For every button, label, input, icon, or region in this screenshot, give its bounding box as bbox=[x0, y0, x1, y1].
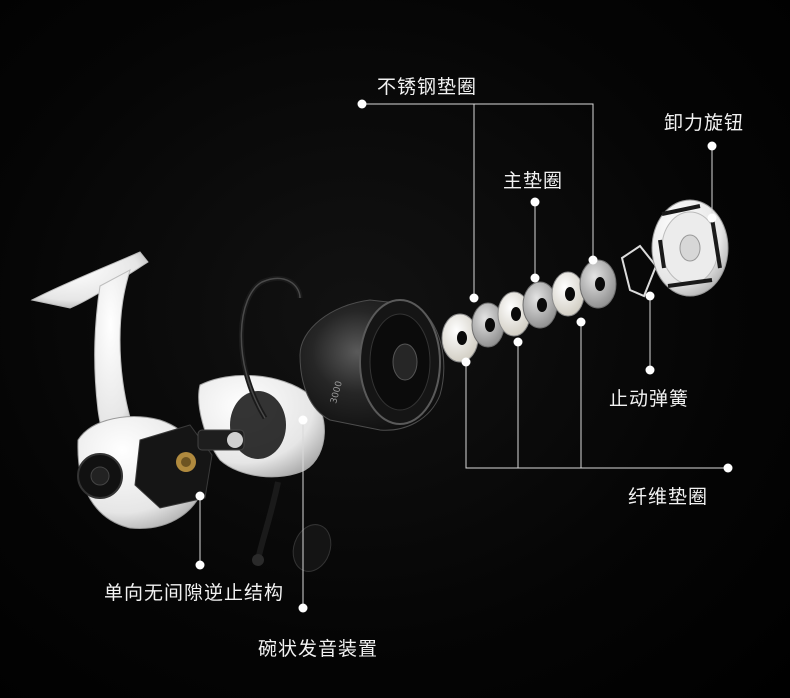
label-drag-knob: 卸力旋钮 bbox=[664, 112, 745, 134]
leader-dots bbox=[195, 99, 733, 613]
label-main-washer: 主垫圈 bbox=[503, 170, 564, 192]
stainless-washer-2 bbox=[579, 259, 617, 309]
stop-spring bbox=[620, 244, 658, 298]
anti-reverse-mechanism bbox=[134, 424, 245, 509]
reel-handle bbox=[252, 481, 332, 572]
spool: 3000 bbox=[299, 299, 445, 431]
label-stainless-washer: 不锈钢垫圈 bbox=[377, 76, 478, 98]
stainless-washer-1 bbox=[471, 302, 505, 348]
label-anti-reverse: 单向无间隙逆止结构 bbox=[104, 582, 285, 604]
leader-lines bbox=[199, 103, 728, 608]
label-fiber-washer: 纤维垫圈 bbox=[628, 486, 709, 508]
washer-stack bbox=[441, 259, 617, 363]
label-bowl-clicker: 碗状发音装置 bbox=[258, 638, 379, 660]
fiber-washer-1 bbox=[441, 313, 479, 363]
fiber-washer-3 bbox=[551, 271, 585, 317]
drag-knob bbox=[651, 199, 729, 297]
label-stop-spring: 止动弹簧 bbox=[609, 388, 690, 410]
